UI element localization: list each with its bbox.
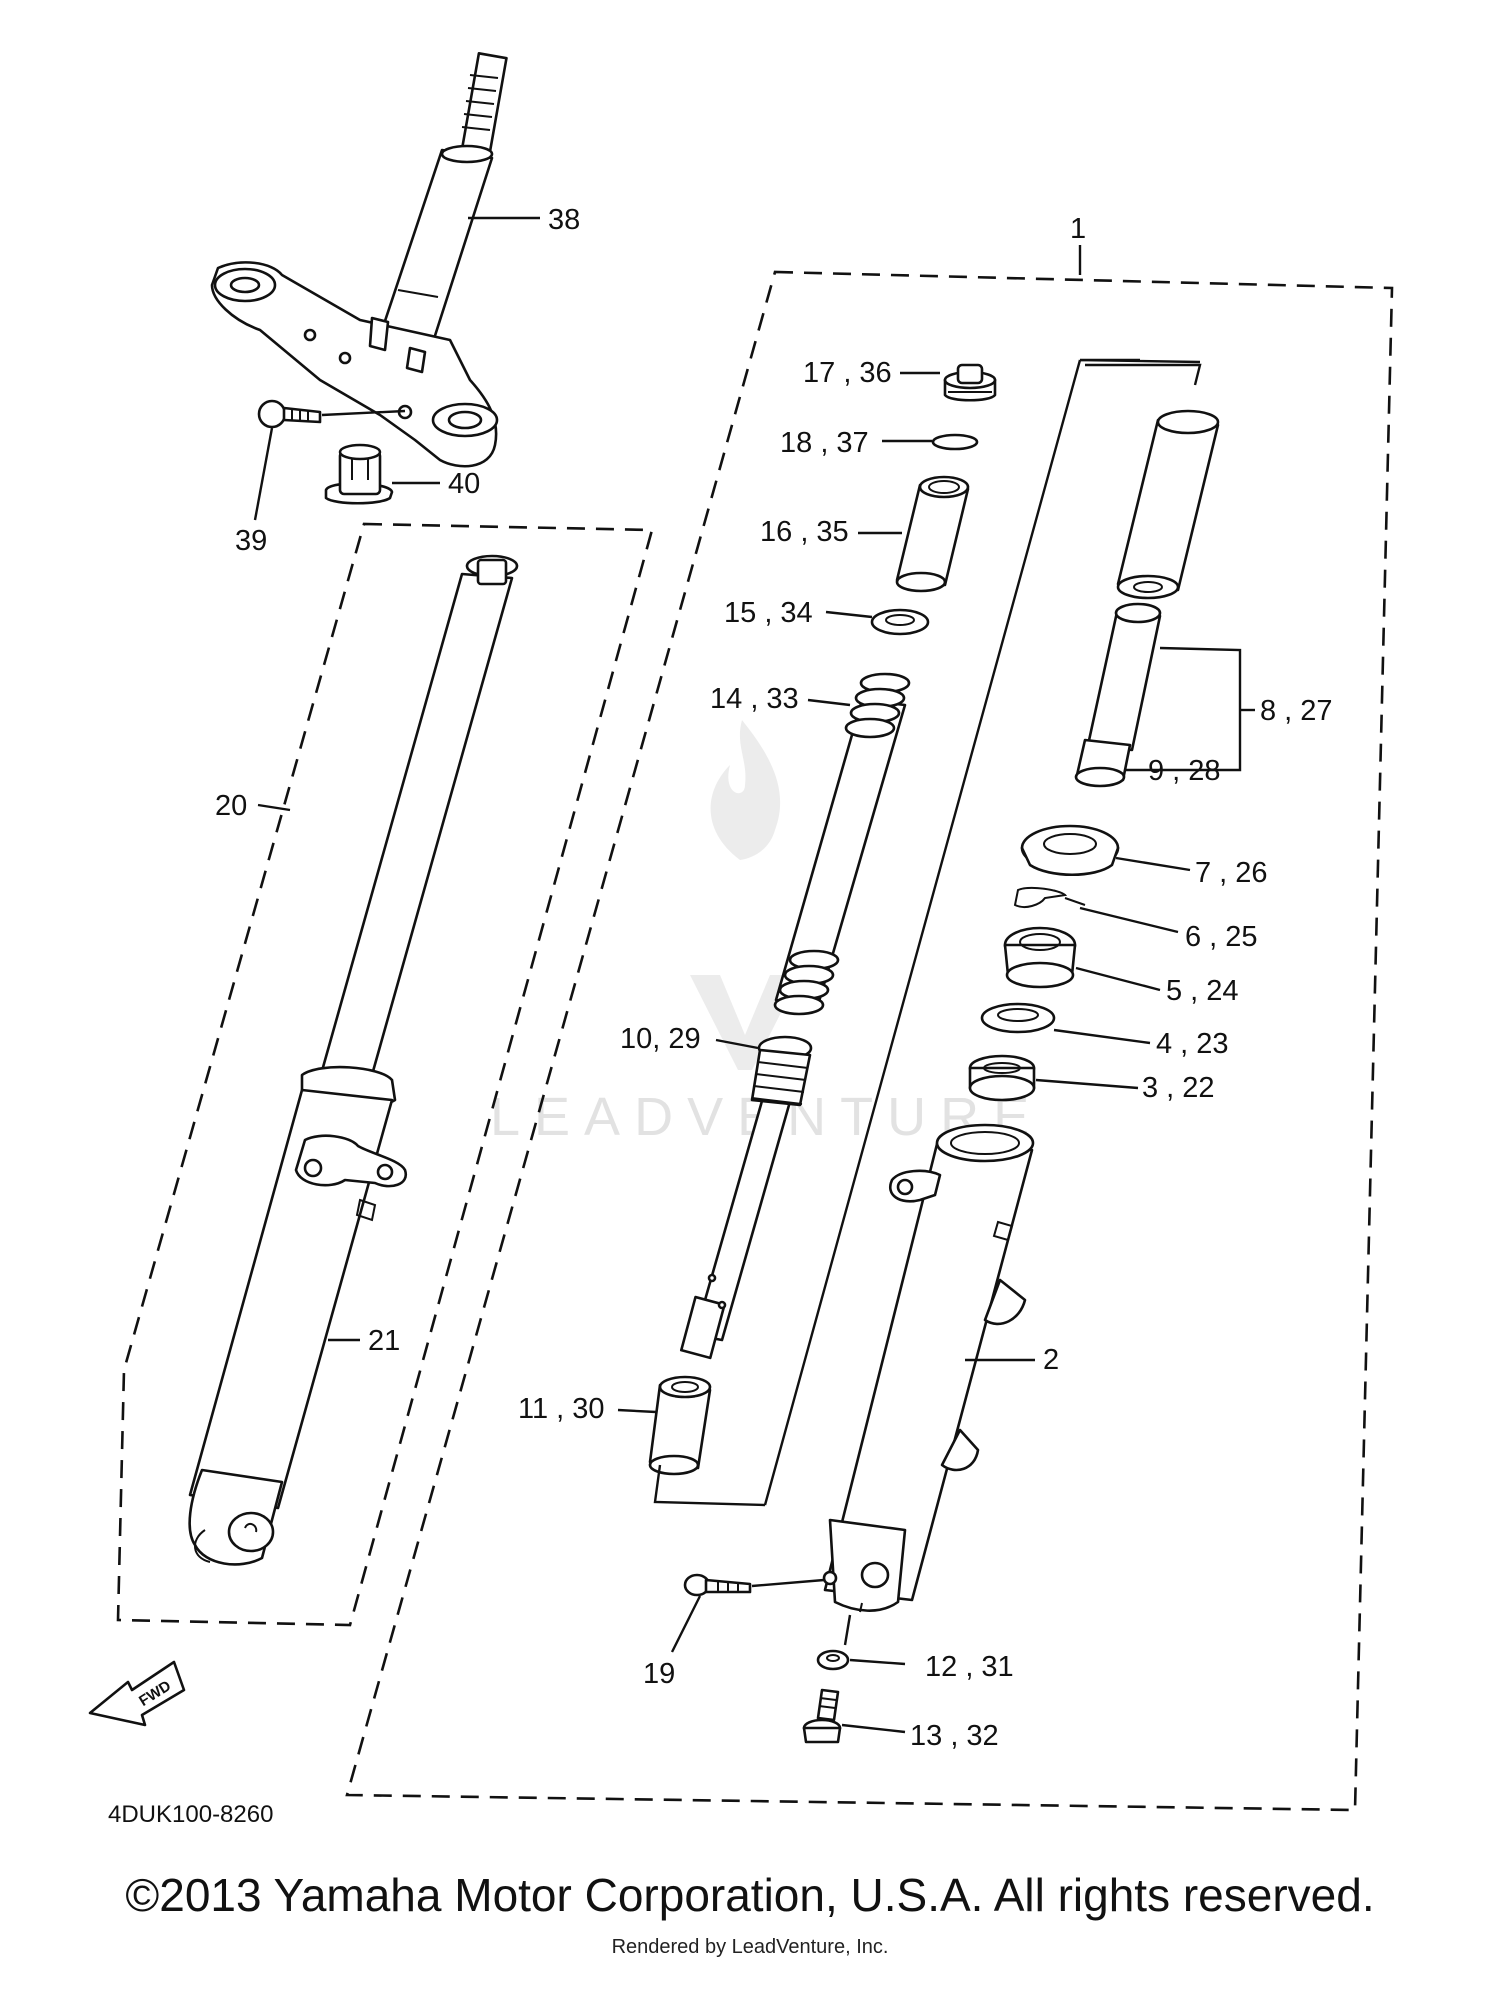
callout-6-25: 6 , 25 <box>1185 921 1258 953</box>
leader-5-24 <box>1075 966 1161 992</box>
dust-seal <box>1020 824 1120 877</box>
callout-16-35: 16 , 35 <box>760 516 849 548</box>
leader-19-to-tube <box>751 1578 825 1588</box>
callout-12-31: 12 , 31 <box>925 1651 1014 1683</box>
leader-19 <box>670 1595 702 1653</box>
kit-boundary-20 <box>116 522 654 1627</box>
callout-11-30: 11 , 30 <box>518 1393 605 1425</box>
callout-40: 40 <box>448 468 480 500</box>
leader-4-23 <box>1053 1028 1151 1045</box>
leader-13-32 <box>841 1723 906 1734</box>
leader-7-26 <box>1115 856 1191 872</box>
pinch-bolt <box>257 399 322 429</box>
callout-2: 2 <box>1043 1344 1059 1376</box>
leader-11-30 <box>617 1408 657 1414</box>
left-fork-assembly <box>188 554 519 1566</box>
callout-14-33: 14 , 33 <box>710 683 799 715</box>
leader-14-33 <box>807 698 851 707</box>
spring-seat-washer <box>870 608 930 636</box>
callout-13-32: 13 , 32 <box>910 1720 999 1752</box>
callout-38: 38 <box>548 204 580 236</box>
oil-seal <box>1003 926 1077 989</box>
damper-rod-bolt <box>802 1688 842 1744</box>
cap-bolt <box>943 363 997 402</box>
callout-18-37: 18 , 37 <box>780 427 869 459</box>
leader-3-22 <box>1035 1078 1139 1090</box>
slide-metal <box>1074 602 1162 788</box>
callout-20: 20 <box>215 790 247 822</box>
forward-arrow-icon: FWD <box>88 1660 186 1727</box>
callout-4-23: 4 , 23 <box>1156 1028 1229 1060</box>
retaining-clip <box>1013 886 1086 908</box>
callout-1: 1 <box>1070 213 1086 245</box>
fork-spring <box>773 672 911 1016</box>
damper-rod <box>679 1035 813 1360</box>
callout-19: 19 <box>643 1658 675 1690</box>
stem-collar <box>324 443 394 505</box>
callout-17-36: 17 , 36 <box>803 357 892 389</box>
leader-39-to-bracket <box>321 409 406 417</box>
leader-12-31-up <box>843 1614 852 1646</box>
steering-stem <box>210 52 508 468</box>
bracket-top <box>1085 363 1202 386</box>
callout-3-22: 3 , 22 <box>1142 1072 1215 1104</box>
callout-5-24: 5 , 24 <box>1166 975 1239 1007</box>
leader-39 <box>253 427 274 521</box>
callout-9-28: 9 , 28 <box>1148 755 1221 787</box>
oil-lock-piece <box>648 1375 712 1476</box>
kit-boundary-1 <box>345 270 1394 1812</box>
callout-39: 39 <box>235 525 267 557</box>
leader-6-25 <box>1079 906 1179 934</box>
rendered-by-credit: Rendered by LeadVenture, Inc. <box>611 1936 889 1958</box>
leader-20 <box>257 803 291 812</box>
seal-washer <box>980 1002 1056 1034</box>
leader-15-34 <box>825 610 873 619</box>
outer-fork-tube <box>822 1123 1035 1613</box>
drain-washer <box>816 1649 850 1671</box>
leader-10-29 <box>715 1038 759 1050</box>
inner-fork-tube <box>1116 409 1220 600</box>
copyright-notice: ©2013 Yamaha Motor Corporation, U.S.A. A… <box>125 1869 1375 1921</box>
bracket-inner <box>653 1464 766 1507</box>
leader-12-31 <box>849 1658 906 1666</box>
callout-8-27: 8 , 27 <box>1260 695 1333 727</box>
bracket-left-edge <box>763 358 1201 1506</box>
callout-7-26: 7 , 26 <box>1195 857 1268 889</box>
callout-21: 21 <box>368 1325 400 1357</box>
o-ring <box>931 433 979 451</box>
spacer-tube <box>895 475 970 593</box>
axle-pinch-bolt <box>683 1573 752 1597</box>
outer-tube-bushing <box>968 1054 1036 1102</box>
drawing-code: 4DUK100-8260 <box>108 1801 273 1828</box>
callout-15-34: 15 , 34 <box>724 597 813 629</box>
callout-10-29: 10, 29 <box>620 1023 701 1055</box>
